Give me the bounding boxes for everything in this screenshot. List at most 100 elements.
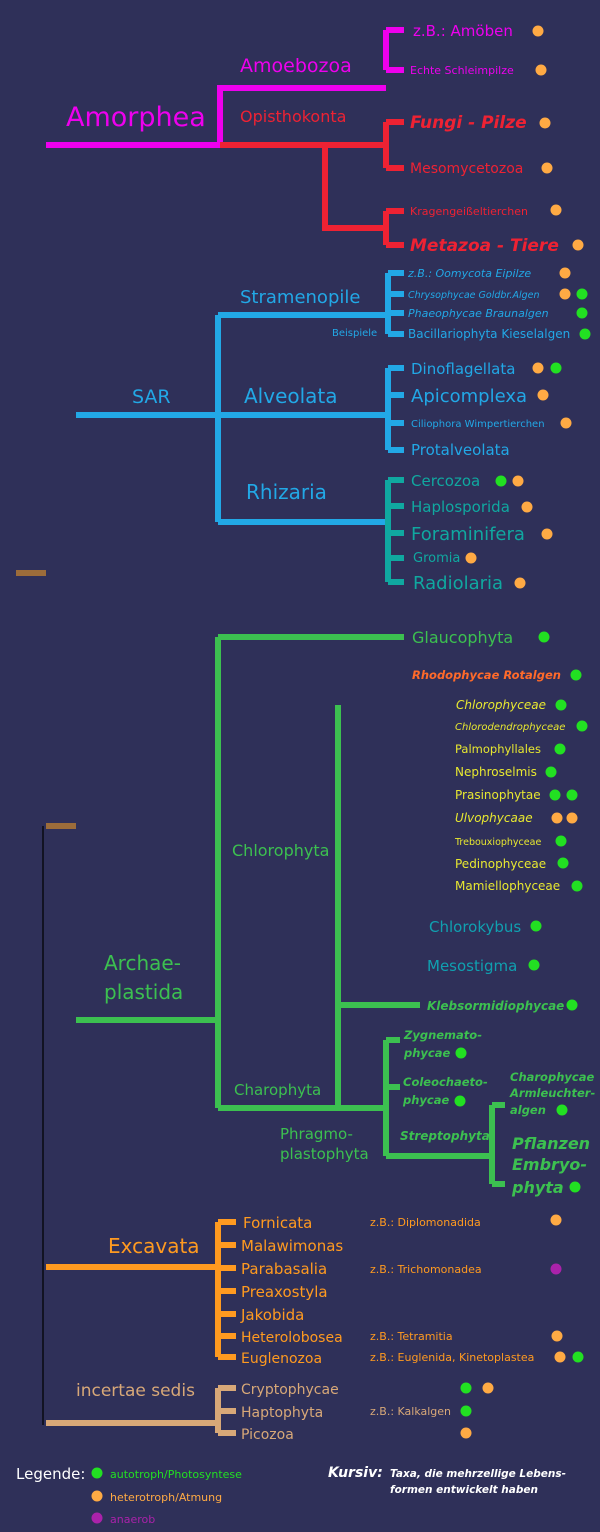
group-amorphea: Amorphea <box>66 102 206 133</box>
dot-autotroph <box>545 766 557 778</box>
group-archae-1: Archae- <box>104 951 181 975</box>
dot-autotroph <box>576 720 588 732</box>
dot-autotroph <box>566 999 578 1011</box>
taxon-coleo-1: Coleochaeto- <box>403 1075 488 1089</box>
amorphea-branches <box>217 27 404 248</box>
dot-heterotroph <box>532 25 544 37</box>
dot-heterotroph <box>551 1330 563 1342</box>
taxon-chara-1: Charophycae <box>510 1070 594 1084</box>
legend: Legende: autotroph/Photosyntese heterotr… <box>16 1465 566 1526</box>
dot-autotroph <box>576 288 588 300</box>
group-amoebozoa: Amoebozoa <box>240 55 352 77</box>
group-beispiele: Beispiele <box>332 328 377 339</box>
legend-anaerob: anaerob <box>110 1513 155 1526</box>
taxon-zygnem-2: phycae <box>403 1046 450 1060</box>
taxon-malawi: Malawimonas <box>241 1237 343 1255</box>
taxon-mamiello: Mamiellophyceae <box>455 879 560 893</box>
dot-autotroph <box>460 1405 472 1417</box>
taxon-haplo: Haplosporida <box>411 498 510 516</box>
dot-autotroph <box>530 920 542 932</box>
legend-kursiv-text-2: formen entwickelt haben <box>390 1484 538 1496</box>
group-rhizaria: Rhizaria <box>246 480 327 504</box>
taxon-fornicata: Fornicata <box>243 1214 312 1232</box>
dot-autotroph <box>556 1104 568 1116</box>
dot-autotroph <box>460 1382 472 1394</box>
dot-autotroph <box>550 362 562 374</box>
group-incertae: incertae sedis <box>76 1381 195 1401</box>
dot-heterotroph <box>551 812 563 824</box>
taxon-meso: Mesomycetozoa <box>410 161 523 177</box>
dot-autotroph <box>495 475 507 487</box>
taxon-cerco: Cercozoa <box>411 472 480 490</box>
dot-heterotroph <box>532 362 544 374</box>
dot-autotroph <box>557 857 569 869</box>
trunk-branches <box>16 142 220 1426</box>
dot-autotroph <box>454 1095 466 1107</box>
taxon-preaxo: Preaxostyla <box>241 1283 328 1301</box>
taxon-coleo-2: phycae <box>402 1093 449 1107</box>
dot-heterotroph <box>572 239 584 251</box>
taxon-nephro: Nephroselmis <box>455 765 537 779</box>
dot-heterotroph <box>541 528 553 540</box>
legend-autotroph: autotroph/Photosyntese <box>110 1468 242 1481</box>
dot-autotroph <box>572 1351 584 1363</box>
group-phragmo-2: plastophyta <box>280 1145 369 1163</box>
dot-heterotroph <box>560 417 572 429</box>
dot-autotroph <box>569 1181 581 1193</box>
taxon-chara-3: algen <box>510 1103 546 1117</box>
dot-heterotroph <box>554 1351 566 1363</box>
dot-heterotroph <box>512 475 524 487</box>
dot-heterotroph <box>521 501 533 513</box>
example-labels: z.B.: Diplomonadida z.B.: Trichomonadea … <box>370 1216 534 1418</box>
taxon-eugleno: Euglenozoa <box>241 1351 322 1367</box>
taxon-parabasalia: Parabasalia <box>241 1260 327 1278</box>
taxon-phaeo: Phaeophycae Braunalgen <box>408 307 549 320</box>
taxon-apico: Apicomplexa <box>411 386 527 407</box>
taxon-radio: Radiolaria <box>413 573 503 594</box>
taxon-crypto: Cryptophycae <box>241 1382 339 1398</box>
dot-heterotroph <box>550 1214 562 1226</box>
taxon-protal: Protalveolata <box>411 441 510 459</box>
taxon-pflanzen-2: Embryo- <box>512 1155 587 1174</box>
taxon-oomy: z.B.: Oomycota Eipilze <box>407 267 531 280</box>
taxon-bacill: Bacillariophyta Kieselalgen <box>408 327 570 341</box>
taxon-pedino: Pedinophyceae <box>455 857 546 871</box>
dot-autotroph <box>576 307 588 319</box>
example-diplo: z.B.: Diplomonadida <box>370 1216 481 1229</box>
taxon-hapto: Haptophyta <box>241 1405 323 1421</box>
taxon-chlorokybus: Chlorokybus <box>429 918 521 936</box>
taxon-rhodo: Rhodophycae Rotalgen <box>412 668 561 682</box>
taxon-mesostigma: Mesostigma <box>427 957 517 975</box>
taxon-chlorodendro: Chlorodendrophyceae <box>455 722 565 733</box>
nutrition-dots <box>454 25 591 1439</box>
example-eugl: z.B.: Euglenida, Kinetoplastea <box>370 1351 534 1364</box>
taxon-trebou: Trebouxiophyceae <box>454 837 541 848</box>
dot-autotroph <box>555 699 567 711</box>
taxon-dino: Dinoflagellata <box>411 360 515 378</box>
dot-heterotroph <box>539 117 551 129</box>
taxon-glauco: Glaucophyta <box>412 628 513 647</box>
legend-kursiv-text-1: Taxa, die mehrzellige Lebens- <box>390 1468 566 1480</box>
dot-autotroph <box>571 880 583 892</box>
legend-heterotroph-dot <box>91 1490 103 1502</box>
taxon-chlorophyceae: Chlorophyceae <box>456 698 546 712</box>
group-excavata: Excavata <box>108 1234 200 1258</box>
group-stramenopile: Stramenopile <box>240 287 360 308</box>
legend-heterotroph: heterotroph/Atmung <box>110 1491 222 1504</box>
taxon-ulvo: Ulvophycaae <box>455 811 533 825</box>
dot-heterotroph <box>537 389 549 401</box>
taxon-hetero: Heterolobosea <box>241 1330 343 1346</box>
dot-heterotroph <box>465 552 477 564</box>
group-streptophyta: Streptophyta <box>400 1129 490 1143</box>
example-tricho: z.B.: Trichomonadea <box>370 1263 482 1276</box>
dot-autotroph <box>554 743 566 755</box>
dot-autotroph <box>579 328 591 340</box>
group-archae-2: plastida <box>104 980 183 1004</box>
taxon-fungi: Fungi - Pilze <box>410 113 527 133</box>
dot-autotroph <box>455 1047 467 1059</box>
taxon-chara-2: Armleuchter- <box>509 1086 595 1100</box>
example-tetra: z.B.: Tetramitia <box>370 1330 453 1343</box>
excavata-branches <box>215 1219 236 1360</box>
taxon-palmo: Palmophyllales <box>455 742 541 756</box>
dot-heterotroph <box>535 64 547 76</box>
